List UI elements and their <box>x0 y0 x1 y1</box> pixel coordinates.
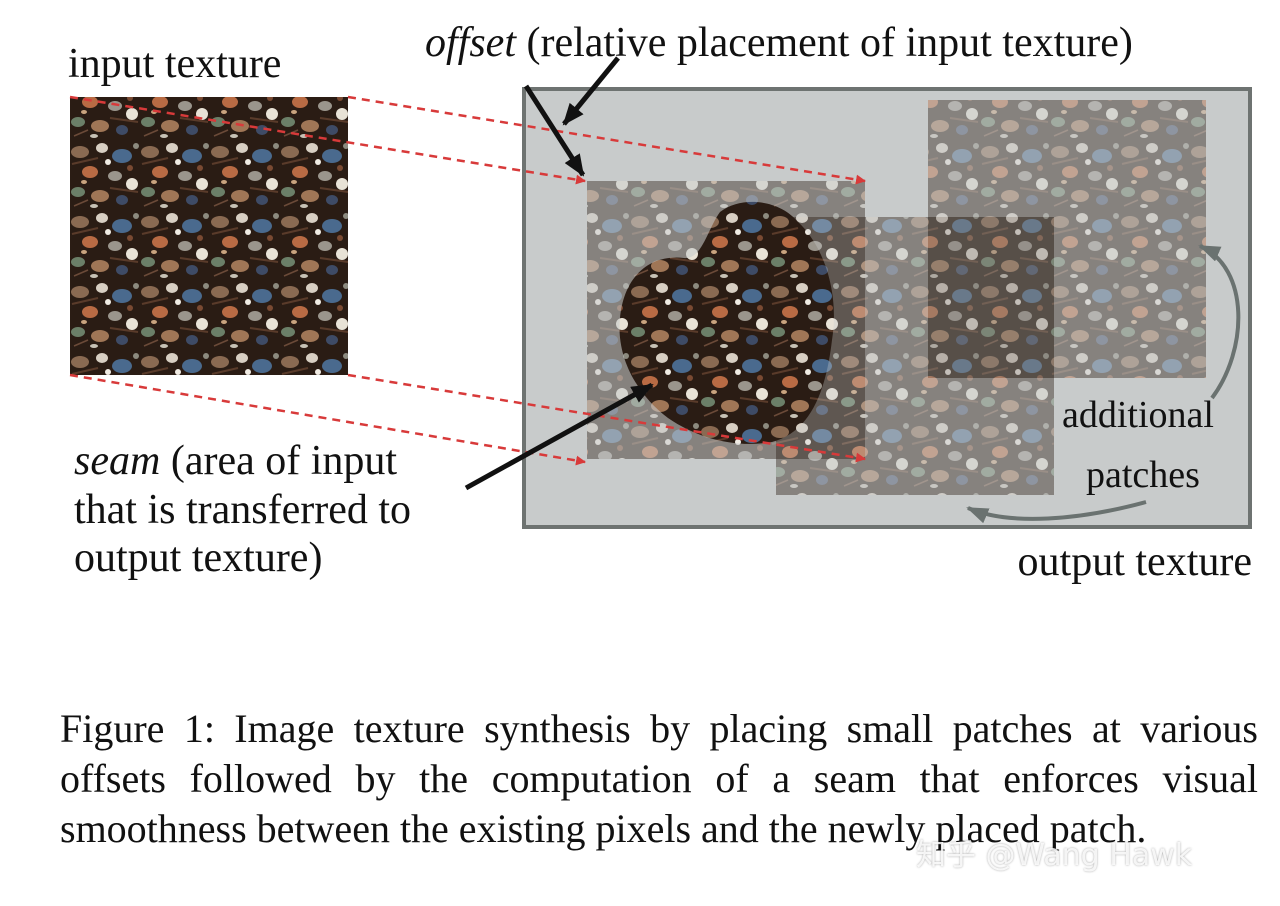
dashed-arrow-topleft-to-patch <box>69 95 586 185</box>
input-texture-label: input texture <box>68 41 281 87</box>
offset-pointer-arrows <box>523 56 620 177</box>
dashed-arrow-topright-to-patch <box>347 95 866 185</box>
offset-description: (relative placement of input texture) <box>516 20 1133 66</box>
offset-arrow-to-patch-corner <box>523 84 586 177</box>
dashed-arrow-bottomleft-to-patch <box>69 373 586 466</box>
patch-overlap-region <box>928 217 1054 378</box>
seam-label-line2: that is transferred to <box>74 487 411 533</box>
gray-arrow-to-bottom-patch <box>966 500 1147 524</box>
input-texture-image <box>70 97 348 375</box>
seam-region <box>619 201 834 444</box>
figure-caption: Figure 1: Image texture synthesis by pla… <box>60 706 1258 851</box>
dashed-arrow-bottomright-to-patch <box>347 373 866 463</box>
seam-pointer-arrow <box>464 382 654 491</box>
additional-patches-arrows <box>966 244 1241 524</box>
seam-label-line3: output texture) <box>74 535 322 581</box>
output-texture-label: output texture <box>1018 539 1252 585</box>
seam-label-line1: seam (area of input <box>74 438 397 484</box>
offset-word: offset <box>425 20 517 66</box>
offset-arrow-to-frame <box>562 56 620 126</box>
seam-description-start: (area of input <box>160 438 397 484</box>
additional-patches-label-line2: patches <box>1086 454 1200 496</box>
watermark: 知乎 @Wang Hawk <box>916 838 1193 873</box>
seam-word: seam <box>74 438 160 484</box>
offset-label: offset (relative placement of input text… <box>425 20 1133 66</box>
additional-patches-label-line1: additional <box>1062 394 1214 436</box>
offset-dashed-arrows <box>69 95 866 466</box>
gray-arrow-to-top-patch <box>1198 244 1241 400</box>
